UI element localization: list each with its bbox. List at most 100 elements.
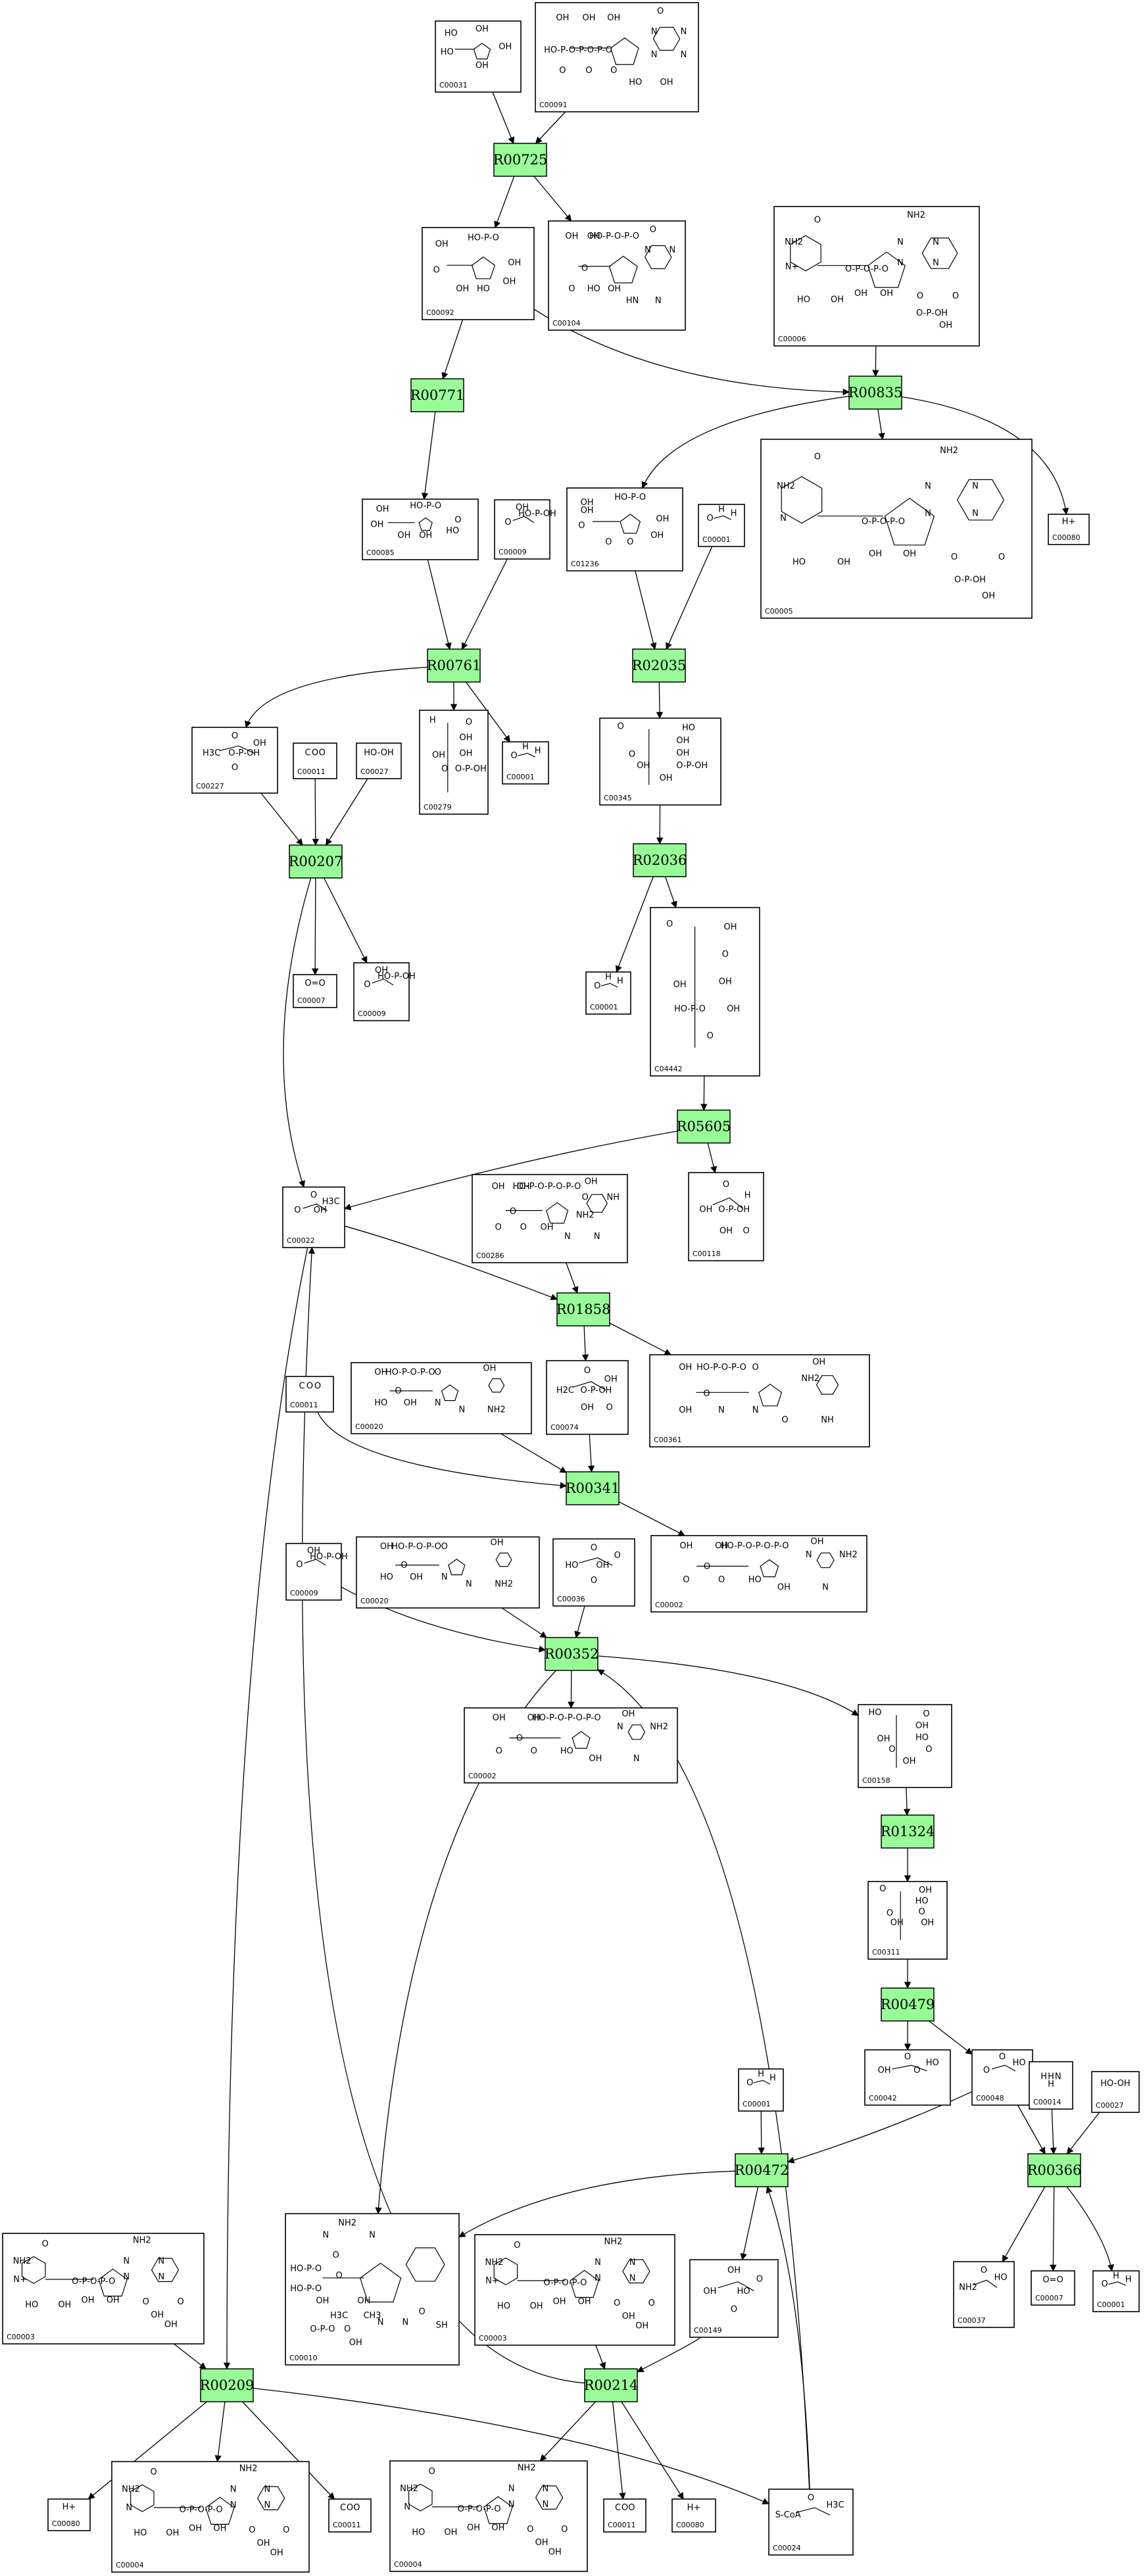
reaction-r05605[interactable]: R05605 — [677, 1109, 731, 1144]
reaction-r00214[interactable]: R00214 — [584, 2368, 639, 2402]
compound-box[interactable] — [738, 2068, 784, 2112]
compound-box[interactable] — [535, 2, 699, 112]
compound-box[interactable] — [953, 2261, 1015, 2328]
compound-box[interactable] — [191, 727, 278, 794]
compound-box[interactable] — [502, 741, 549, 785]
compound-box[interactable] — [1031, 2270, 1075, 2306]
compound-box[interactable] — [768, 2489, 854, 2556]
compound-c00080b[interactable]: H+C00080 — [47, 2498, 91, 2531]
reaction-box[interactable] — [848, 376, 902, 410]
compound-box[interactable] — [285, 2213, 460, 2366]
compound-box[interactable] — [293, 742, 337, 779]
reaction-box[interactable] — [677, 1109, 731, 1144]
compound-box[interactable] — [1029, 2061, 1073, 2110]
reaction-r00352[interactable]: R00352 — [545, 1637, 599, 1671]
compound-box[interactable] — [351, 1362, 532, 1434]
compound-box[interactable] — [698, 504, 745, 547]
reaction-r01858[interactable]: R01858 — [556, 1292, 611, 1326]
compound-box[interactable] — [858, 1704, 952, 1788]
reaction-r00207[interactable]: R00207 — [289, 844, 343, 879]
compound-box[interactable] — [356, 742, 402, 779]
compound-box[interactable] — [671, 2498, 716, 2533]
compound-box[interactable] — [422, 227, 535, 320]
reaction-r00209[interactable]: R00209 — [200, 2368, 255, 2402]
reaction-box[interactable] — [493, 143, 547, 177]
reaction-r00835[interactable]: R00835 — [848, 376, 903, 410]
compound-box[interactable] — [494, 499, 550, 560]
compound-box[interactable] — [328, 2498, 372, 2533]
reaction-box[interactable] — [289, 844, 343, 879]
reaction-box[interactable] — [427, 648, 481, 683]
reaction-r02036[interactable]: R02036 — [633, 843, 687, 877]
compound-box[interactable] — [548, 220, 686, 331]
reaction-box[interactable] — [632, 648, 686, 683]
compound-box[interactable] — [773, 206, 980, 347]
compound-box[interactable] — [566, 487, 683, 571]
compound-box[interactable] — [1048, 514, 1090, 545]
compound-box[interactable] — [867, 1881, 948, 1960]
compound-box[interactable] — [464, 1707, 678, 1784]
compound-c00080c[interactable]: H+C00080 — [671, 2498, 716, 2533]
reaction-box[interactable] — [735, 2153, 789, 2187]
reaction-r01324[interactable]: R01324 — [881, 1814, 935, 1849]
compound-box[interactable] — [353, 962, 410, 1021]
compound-box[interactable] — [282, 1186, 345, 1248]
reaction-box[interactable] — [566, 1471, 620, 1505]
compound-box[interactable] — [552, 1538, 635, 1607]
compound-box[interactable] — [971, 2049, 1033, 2106]
reaction-box[interactable] — [881, 1814, 935, 1849]
compound-box[interactable] — [1091, 2071, 1140, 2113]
reaction-box[interactable] — [1027, 2153, 1081, 2187]
reaction-box[interactable] — [410, 378, 464, 412]
compound-box[interactable] — [111, 2461, 310, 2573]
compound-box[interactable] — [435, 20, 522, 93]
compound-box[interactable] — [689, 2259, 779, 2338]
compound-box[interactable] — [356, 1536, 540, 1609]
compound-box[interactable] — [472, 1174, 628, 1263]
compound-box[interactable] — [474, 2234, 675, 2346]
reaction-box[interactable] — [633, 843, 687, 877]
reaction-r00771[interactable]: R00771 — [410, 378, 465, 412]
reaction-r00479[interactable]: R00479 — [881, 1987, 935, 2022]
compound-box[interactable] — [2, 2233, 205, 2345]
compound-box[interactable] — [760, 439, 1033, 619]
compound-box[interactable] — [649, 1354, 870, 1447]
reaction-box[interactable] — [881, 1987, 935, 2022]
reaction-box[interactable] — [200, 2368, 254, 2402]
compound-box[interactable] — [419, 710, 489, 815]
reaction-r00341[interactable]: R00341 — [566, 1471, 620, 1505]
compound-box[interactable] — [293, 974, 337, 1008]
